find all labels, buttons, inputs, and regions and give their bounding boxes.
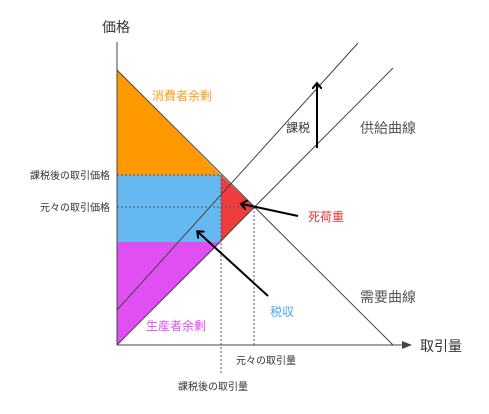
demand-curve-label: 需要曲線 [360,290,416,306]
deadweight-pointer-arrow [242,204,299,217]
tax-label: 課税 [286,120,310,135]
supply-curve-label: 供給曲線 [360,121,416,137]
consumer-surplus-label: 消費者余剰 [152,88,212,103]
producer-surplus-label: 生産者余剰 [146,318,206,333]
x-axis-label: 取引量 [420,339,462,355]
taxed-price-label: 課税後の取引価格 [30,169,110,182]
x-axis-arrowhead [402,341,412,349]
original-price-label: 元々の取引価格 [40,201,110,214]
deadweight-loss-region [221,175,254,242]
original-quantity-label: 元々の取引量 [236,355,296,367]
taxed-quantity-label: 課税後の取引量 [178,380,248,393]
deadweight-loss-label: 死荷重 [308,210,344,224]
tax-revenue-pointer-arrow [198,232,269,297]
tax-revenue-region [117,175,221,242]
tax-revenue-label: 税収 [270,305,294,319]
y-axis-label: 価格 [102,20,130,36]
